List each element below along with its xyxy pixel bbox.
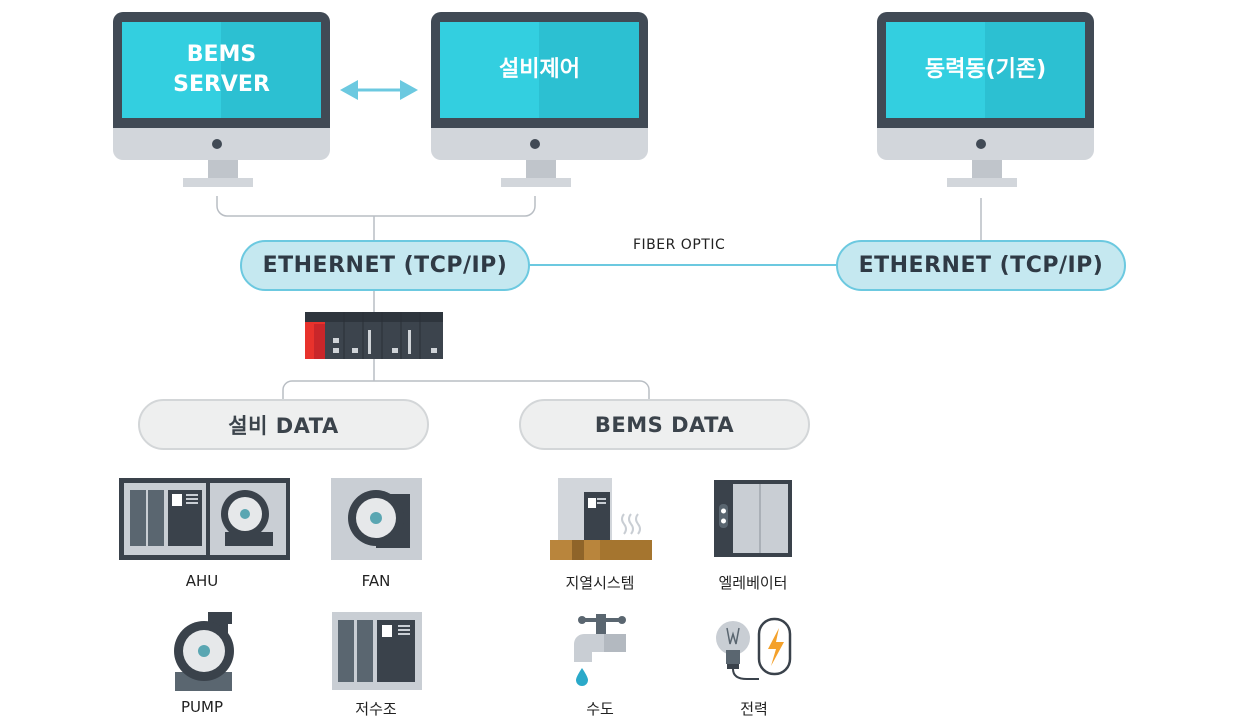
- power-icon: [716, 617, 792, 680]
- elevator-label: 엘레베이터: [718, 574, 788, 592]
- ethernet-right-node: ETHERNET (TCP/IP): [836, 240, 1126, 291]
- bems-data-node: BEMS DATA: [519, 399, 810, 450]
- equipment-data-node: 설비 DATA: [138, 399, 429, 450]
- elevator-icon: [714, 480, 792, 557]
- pump-label: PUMP: [180, 698, 223, 716]
- geothermal-label: 지열시스템: [565, 574, 635, 592]
- data-groups-bracket-line: [282, 380, 650, 399]
- fan-icon: [331, 478, 422, 560]
- pump-icon: [174, 612, 234, 691]
- fiber-optic-label: FIBER OPTIC: [633, 237, 726, 253]
- bems-server-label: BEMS SERVER: [173, 42, 270, 97]
- ahu-icon: [119, 478, 290, 560]
- water-supply-label: 수도: [586, 700, 614, 718]
- equipment-control-monitor: [431, 12, 648, 187]
- power-building-label: 동력동(기존): [924, 57, 1047, 82]
- monitor-bracket-line: [216, 196, 536, 217]
- faucet-icon: [574, 614, 626, 686]
- equipment-control-label: 설비제어: [499, 57, 580, 82]
- water-tank-icon: [332, 612, 422, 690]
- bidirectional-arrow-icon: [340, 80, 418, 100]
- geothermal-icon: [550, 478, 652, 560]
- ethernet-left-node: ETHERNET (TCP/IP): [240, 240, 530, 291]
- bems-server-monitor: [113, 12, 330, 187]
- fan-label: FAN: [361, 572, 391, 590]
- plc-controller-icon: [305, 312, 443, 359]
- ahu-label: AHU: [185, 572, 219, 590]
- power-building-monitor: [877, 12, 1094, 187]
- power-label: 전력: [740, 700, 768, 718]
- water-tank-label: 저수조: [355, 700, 397, 718]
